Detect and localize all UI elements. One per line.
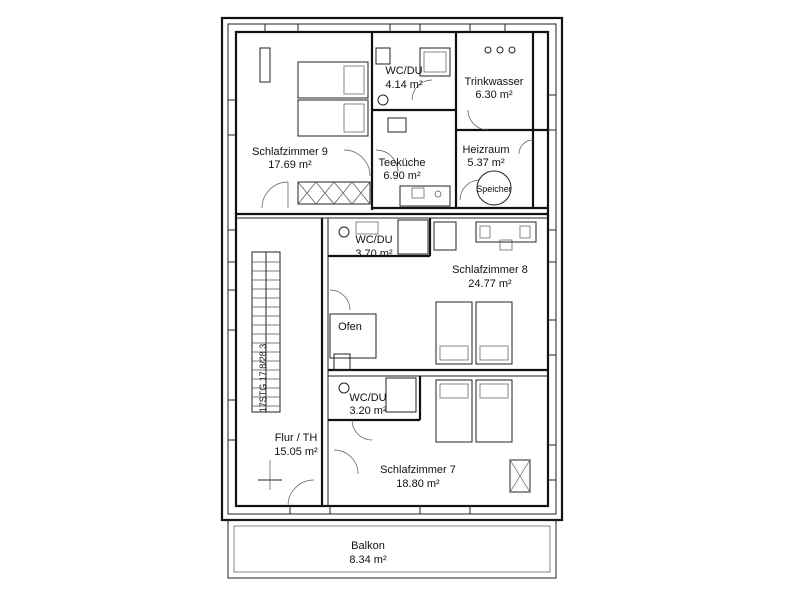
fixtures-wc-du-3 — [338, 377, 417, 441]
fixtures-wc-du-2 — [329, 219, 457, 311]
svg-text:WC/DU: WC/DU — [349, 392, 386, 404]
svg-text:6.90 m²: 6.90 m² — [383, 170, 421, 182]
svg-text:Trinkwasser: Trinkwasser — [465, 76, 524, 88]
svg-text:8.34 m²: 8.34 m² — [349, 554, 387, 566]
balcony-outline — [227, 519, 557, 579]
room-label-flur: Flur / TH 15.05 m² — [274, 432, 318, 458]
svg-text:Flur / TH: Flur / TH — [275, 432, 318, 444]
room-label-trinkwasser: Trinkwasser 6.30 m² — [465, 76, 524, 101]
svg-text:Balkon: Balkon — [351, 540, 385, 552]
svg-text:Schlafzimmer 8: Schlafzimmer 8 — [452, 264, 528, 276]
fixtures-teekueche — [375, 117, 451, 207]
svg-text:18.80 m²: 18.80 m² — [396, 478, 440, 490]
fixtures-trinkwasser — [467, 46, 516, 131]
svg-text:4.14 m²: 4.14 m² — [385, 79, 423, 91]
svg-text:WC/DU: WC/DU — [355, 234, 392, 246]
ofen-label: Ofen — [338, 321, 362, 333]
stair-label: 17STG 17.8/28.3 — [258, 344, 268, 413]
speicher-label: Speicher — [476, 184, 512, 194]
svg-text:Teeküche: Teeküche — [378, 157, 425, 169]
svg-text:15.05 m²: 15.05 m² — [274, 446, 318, 458]
svg-text:Heizraum: Heizraum — [462, 144, 509, 156]
room-label-wc-du-1: WC/DU 4.14 m² — [385, 65, 423, 91]
room-label-heizraum: Heizraum 5.37 m² — [462, 144, 509, 169]
svg-text:Schlafzimmer 9: Schlafzimmer 9 — [252, 146, 328, 158]
svg-text:6.30 m²: 6.30 m² — [475, 89, 513, 101]
room-label-balkon: Balkon 8.34 m² — [349, 540, 387, 566]
beds-schlafzimmer-9 — [259, 47, 371, 209]
svg-text:17.69 m²: 17.69 m² — [268, 159, 312, 171]
room-label-wc-du-3: WC/DU 3.20 m² — [349, 392, 387, 417]
svg-text:24.77 m²: 24.77 m² — [468, 278, 512, 290]
svg-text:5.37 m²: 5.37 m² — [467, 157, 505, 169]
furniture-schlafzimmer-7 — [287, 379, 531, 507]
fixtures-wc-du-1 — [375, 47, 451, 106]
svg-text:Schlafzimmer 7: Schlafzimmer 7 — [380, 464, 456, 476]
room-label-schlafzimmer-8: Schlafzimmer 8 24.77 m² — [452, 264, 528, 290]
svg-text:3.70 m²: 3.70 m² — [355, 248, 393, 260]
room-label-schlafzimmer-9: Schlafzimmer 9 17.69 m² — [252, 146, 328, 171]
furniture-schlafzimmer-8 — [333, 221, 537, 371]
staircase — [251, 251, 282, 490]
room-label-schlafzimmer-7: Schlafzimmer 7 18.80 m² — [380, 464, 456, 490]
svg-text:WC/DU: WC/DU — [385, 65, 422, 77]
interior-walls — [236, 32, 548, 506]
room-label-teekueche: Teeküche 6.90 m² — [378, 157, 425, 182]
svg-text:3.20 m²: 3.20 m² — [349, 405, 387, 417]
fixtures-heizraum — [459, 139, 534, 206]
room-label-wc-du-2: WC/DU 3.70 m² — [355, 234, 393, 260]
